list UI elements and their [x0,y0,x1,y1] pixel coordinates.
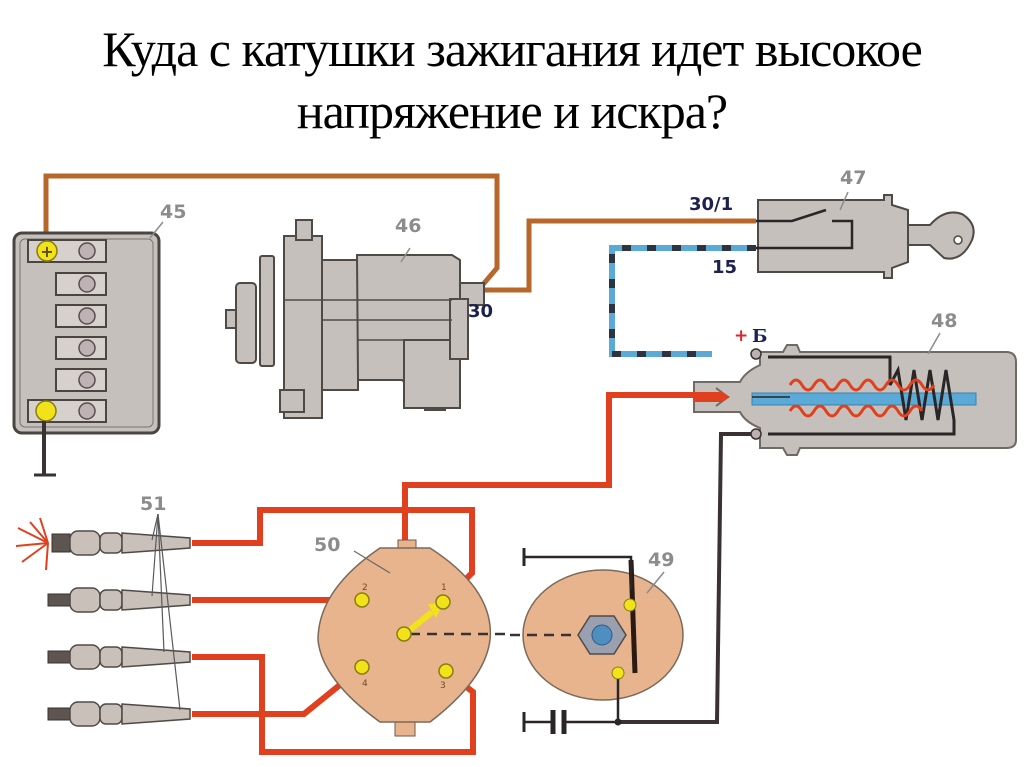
primary-winding [768,355,956,436]
battery-label: 45 [160,201,186,223]
spark-plug [47,587,191,613]
cell-cap-icons [78,242,96,420]
title-line-1: Куда с катушки зажигания идет высокое [102,21,923,77]
generator-terminal-label: 30 [468,301,493,322]
ignition-coil-label: 48 [931,310,957,332]
breaker: 49 [510,548,684,734]
slide-title: Куда с катушки зажигания идет высокое на… [0,18,1024,142]
ignition-coil: 48 + Б [693,310,1017,456]
pin-3-label: 3 [440,681,446,691]
generator-label: 46 [395,215,421,237]
breaker-label: 49 [648,549,674,571]
wire-plug3 [192,654,476,755]
battery-plus-icon: + [40,242,53,261]
distributor-contacts [354,592,454,679]
pin-4-label: 4 [362,679,368,689]
secondary-winding [788,378,936,418]
battery-negative-terminal [35,400,57,422]
coil-plus-terminal-sign: + [734,326,748,346]
key-icon[interactable] [907,211,975,260]
generator [225,219,485,419]
switch-terminal-30-1: 30/1 [689,194,733,215]
wire-coil-to-distributor-center [402,392,728,632]
battery: + 45 [12,201,186,477]
battery-positive-terminal [36,240,58,262]
switched-wire [609,245,756,357]
title-line-2: напряжение и искра? [296,83,728,139]
distributor-cap: 1 2 3 4 50 [314,534,510,737]
switch-terminal-15: 15 [712,257,737,278]
ground-wire-coil-to-breaker [618,432,754,724]
ignition-switch: 47 30/1 15 [689,167,975,279]
wire-battery-to-generator [43,173,500,290]
power-wires [43,173,756,293]
coil-b-terminal-label: Б [752,326,767,347]
spark-burst-icon [15,517,49,571]
switch-contact [756,208,827,223]
pin-2-label: 2 [362,583,368,593]
pin-1-label: 1 [441,583,447,593]
wire-generator-to-switch [478,218,756,293]
spark-plug [47,701,191,727]
capacitor-icon [522,710,618,734]
ignition-switch-label: 47 [840,167,866,189]
spark-plugs: 51 [15,493,191,727]
distributor-label: 50 [314,534,340,556]
spark-plugs-label: 51 [140,493,166,515]
spark-plug [47,644,191,670]
plug-leader-lines [151,513,181,711]
spark-plug [51,530,191,556]
